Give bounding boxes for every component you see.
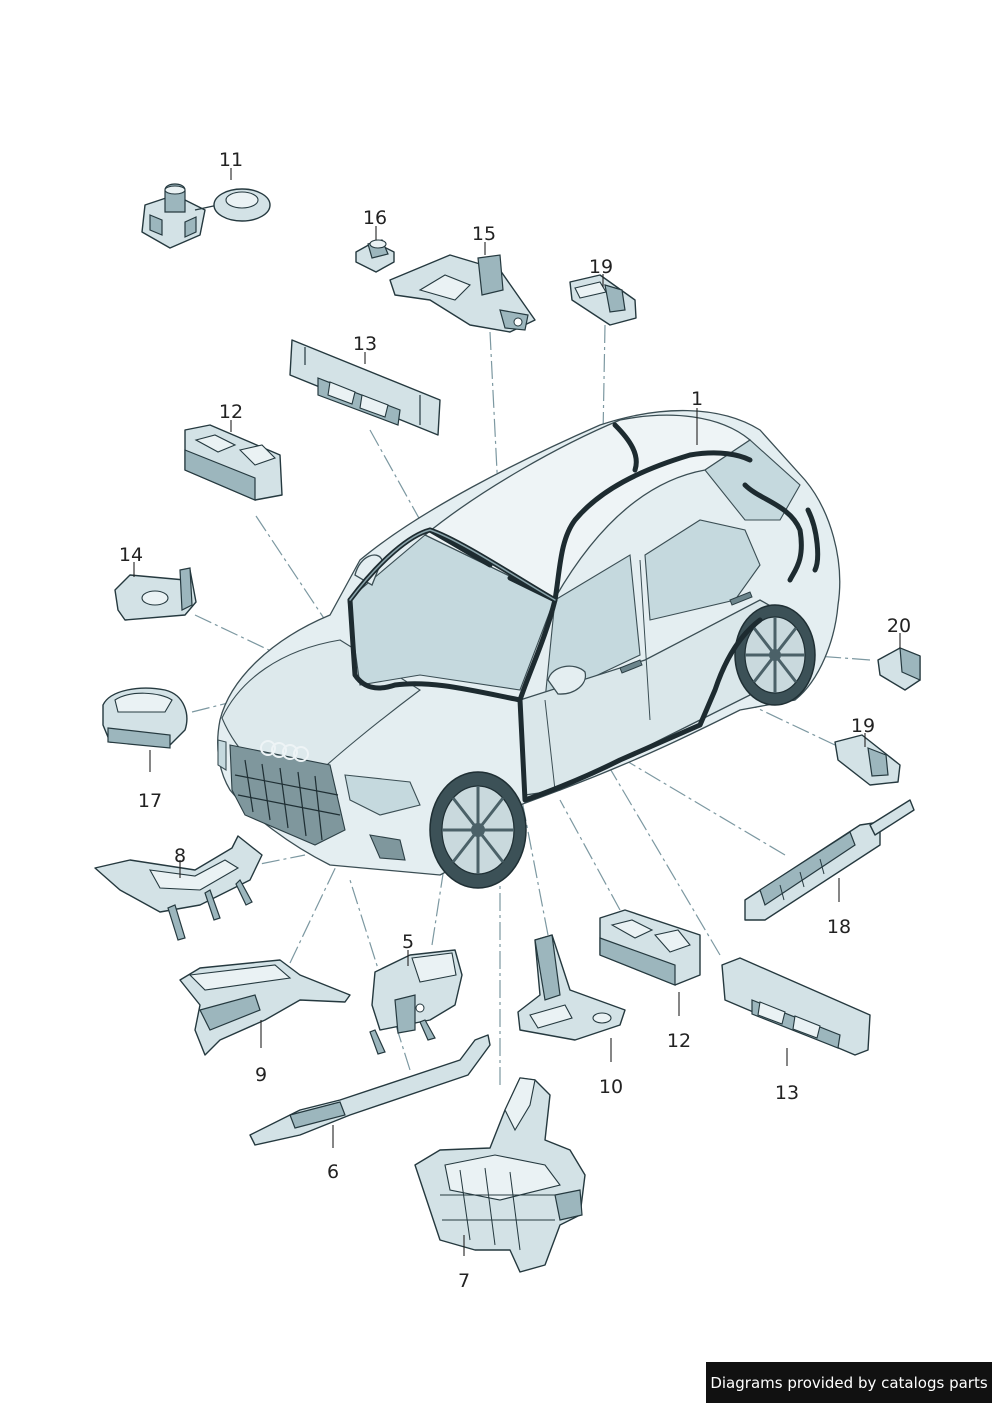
part-19-clip-top bbox=[569, 274, 637, 326]
callout-19-right: 19 bbox=[851, 715, 875, 737]
callout-7: 7 bbox=[458, 1270, 470, 1292]
part-13-strip-bottom bbox=[721, 957, 871, 1056]
part-11-ring-holder bbox=[141, 183, 271, 249]
callout-15: 15 bbox=[472, 223, 496, 245]
part-16-clip bbox=[355, 239, 395, 273]
callout-10: 10 bbox=[599, 1076, 623, 1098]
callout-17: 17 bbox=[138, 790, 162, 812]
callout-labels: 1 5 6 7 8 9 10 11 12 12 13 13 14 15 16 1… bbox=[119, 149, 911, 1292]
part-20-clip bbox=[877, 647, 921, 691]
callout-16: 16 bbox=[363, 207, 387, 229]
callout-1: 1 bbox=[691, 388, 703, 410]
part-9-trim bbox=[179, 959, 351, 1056]
callout-12-top: 12 bbox=[219, 401, 243, 423]
part-8-tray bbox=[94, 835, 263, 941]
callout-19-top: 19 bbox=[589, 256, 613, 278]
callout-8: 8 bbox=[174, 845, 186, 867]
callout-14: 14 bbox=[119, 544, 143, 566]
part-12-box-top bbox=[184, 424, 283, 501]
callout-20: 20 bbox=[887, 615, 911, 637]
callout-12-bottom: 12 bbox=[667, 1030, 691, 1052]
part-7-console bbox=[414, 1077, 586, 1273]
part-14-bracket bbox=[114, 567, 197, 621]
callout-9: 9 bbox=[255, 1064, 267, 1086]
part-13-strip-top bbox=[289, 339, 441, 436]
part-15-bracket bbox=[389, 254, 536, 333]
credit-badge: Diagrams provided by catalogs parts bbox=[706, 1362, 992, 1403]
seal-strip bbox=[347, 422, 821, 803]
part-18-rail bbox=[744, 799, 915, 921]
callout-18: 18 bbox=[827, 916, 851, 938]
callout-11: 11 bbox=[219, 149, 243, 171]
part-6-rail bbox=[249, 1034, 491, 1146]
rear-wheel bbox=[734, 604, 816, 706]
callout-13-bottom: 13 bbox=[775, 1082, 799, 1104]
part-17-cover bbox=[102, 687, 188, 749]
front-wheel bbox=[429, 771, 527, 889]
part-5-bracket bbox=[369, 949, 463, 1055]
callout-13-top: 13 bbox=[353, 333, 377, 355]
part-10-mount bbox=[517, 934, 626, 1041]
part-19-clip-right bbox=[834, 734, 901, 786]
callout-6: 6 bbox=[327, 1161, 339, 1183]
callout-5: 5 bbox=[402, 931, 414, 953]
part-12-box-bottom bbox=[599, 909, 701, 986]
car-body bbox=[217, 409, 841, 889]
callout-ticks bbox=[133, 168, 901, 1256]
